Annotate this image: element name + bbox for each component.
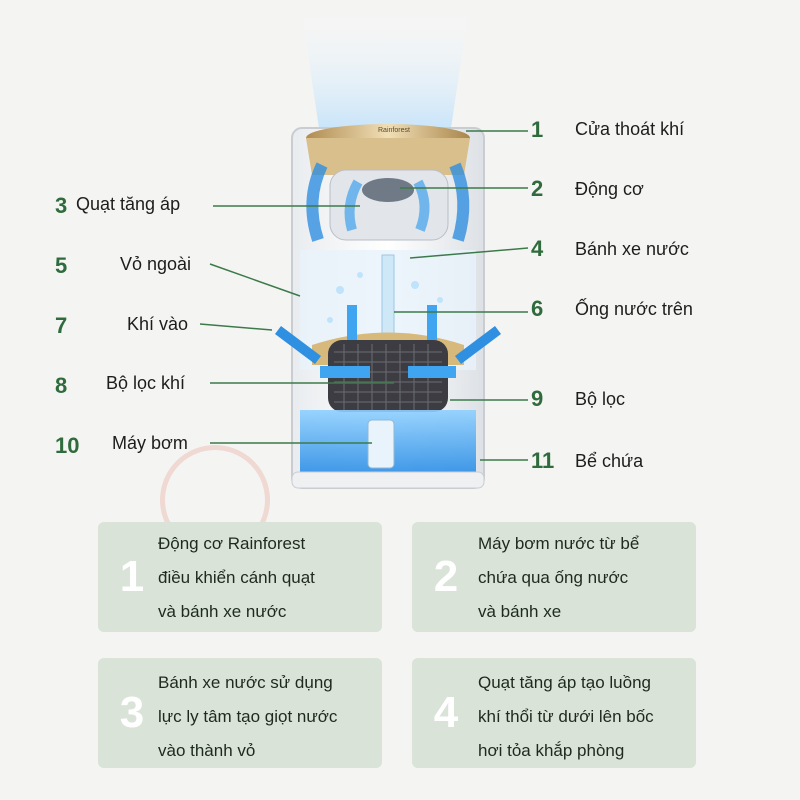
card-line: điều khiển cánh quạt [158, 568, 315, 587]
airflow-arrow [413, 179, 430, 232]
water-droplet [411, 281, 419, 289]
card-line: khí thổi từ dưới lên bốc [478, 707, 654, 726]
water-droplet [336, 286, 344, 294]
water-droplet [327, 317, 333, 323]
card-line: vào thành vỏ [158, 741, 256, 760]
label-motor: Động cơ [575, 179, 644, 199]
card-line: lực ly tâm tạo giọt nước [158, 707, 338, 726]
label-number: 4 [531, 236, 544, 261]
mist-plume [300, 0, 470, 135]
card-line: chứa qua ống nước [478, 568, 629, 587]
card-line: và bánh xe [478, 602, 562, 621]
card-number: 4 [433, 688, 459, 737]
pump [367, 419, 395, 469]
card-line: Máy bơm nước từ bể [478, 534, 640, 553]
label-air-filter: Bộ lọc khí [106, 373, 186, 393]
label-air-intake: Khí vào [127, 314, 189, 334]
intake-arrow [275, 326, 321, 364]
label-number: 8 [55, 373, 68, 398]
label-water-wheel: Bánh xe nước [575, 239, 689, 259]
card-line: Bánh xe nước sử dụng [158, 673, 333, 692]
label-number: 9 [531, 386, 544, 411]
label-outer-shell: Vỏ ngoài [120, 254, 192, 274]
leader-lines [199, 130, 529, 461]
lid-brand: Rainforest [378, 127, 410, 134]
motor-core [362, 178, 414, 202]
card-line: Quạt tăng áp tạo luồng [478, 673, 651, 692]
label-upper-pipe: Ống nước trên [575, 299, 693, 319]
card-number: 3 [119, 688, 145, 737]
card-line: hơi tỏa khắp phòng [478, 741, 625, 760]
airflow-arrow [306, 162, 328, 242]
card-number: 2 [433, 552, 459, 601]
label-filter: Bộ lọc [575, 389, 626, 409]
label-number: 2 [531, 176, 544, 201]
label-tank: Bể chứa [575, 451, 644, 471]
airflow-arrow [449, 162, 470, 242]
feature-card: 1 Động cơ Rainforest điều khiển cánh quạ… [98, 522, 382, 632]
card-line: và bánh xe nước [158, 602, 287, 621]
tank-base [291, 471, 485, 489]
label-number: 1 [531, 117, 544, 142]
label-air-outlet: Cửa thoát khí [575, 119, 685, 139]
water-droplet [437, 297, 443, 303]
label-number: 7 [55, 313, 68, 338]
label-number: 11 [531, 448, 555, 473]
label-number: 5 [55, 253, 68, 278]
feature-card: 3 Bánh xe nước sử dụng lực ly tâm tạo gi… [98, 658, 382, 768]
label-pump: Máy bơm [112, 433, 188, 453]
feature-card: 4 Quạt tăng áp tạo luồng khí thổi từ dướ… [412, 658, 696, 768]
water-droplet [357, 272, 363, 278]
label-number: 10 [55, 433, 80, 458]
card-number: 1 [119, 552, 145, 601]
card-line: Động cơ Rainforest [158, 534, 306, 553]
upper-water-pipe [381, 254, 395, 336]
intake-arrow [455, 326, 501, 364]
label-number: 3 [55, 193, 68, 218]
feature-card: 2 Máy bơm nước từ bể chứa qua ống nước v… [412, 522, 696, 632]
lid-body [306, 138, 470, 175]
label-number: 6 [531, 296, 544, 321]
label-booster-fan: Quạt tăng áp [76, 194, 181, 214]
